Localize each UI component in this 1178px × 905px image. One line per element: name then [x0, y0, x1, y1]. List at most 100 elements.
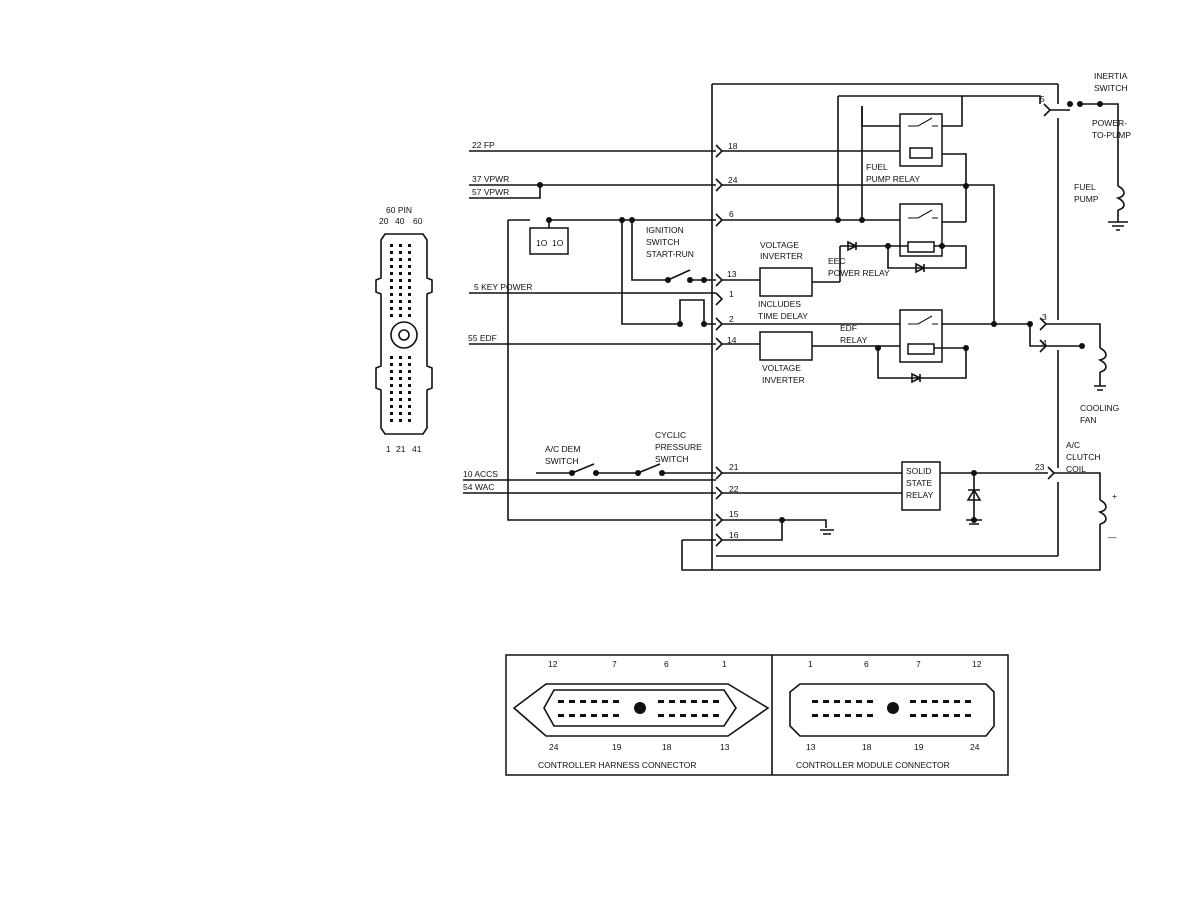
module-bottom-19: 19 [914, 742, 924, 752]
ac-clutch-label-3: COIL [1066, 464, 1086, 474]
ecu-pin [390, 286, 393, 289]
solid-state-relay: SOLID STATE RELAY [722, 461, 1048, 525]
harness-pin [613, 700, 619, 703]
ecu-pin [399, 307, 402, 310]
harness-pin [602, 714, 608, 717]
ecu-pin [390, 377, 393, 380]
ac-clutch-label-1: A/C [1066, 440, 1080, 450]
module-bottom-18: 18 [862, 742, 872, 752]
module-top-7: 7 [916, 659, 921, 669]
pin-6: 6 [729, 209, 734, 219]
module-pin [867, 714, 873, 717]
pin-13: 13 [727, 269, 737, 279]
harness-bottom-24: 24 [549, 742, 559, 752]
harness-pin [591, 714, 597, 717]
ecu-pin [408, 258, 411, 261]
ecu-pin [399, 265, 402, 268]
ignition-switch-label-1: IGNITION [646, 225, 684, 235]
module-pin [867, 700, 873, 703]
harness-top-7: 7 [612, 659, 617, 669]
harness-pin [713, 714, 719, 717]
fuel-pump: FUEL PUMP [1074, 182, 1128, 231]
harness-pin [569, 700, 575, 703]
cooling-fan-label-2: FAN [1080, 415, 1097, 425]
ecu-pin [408, 293, 411, 296]
ecu-pin [399, 377, 402, 380]
svg-text:1O: 1O [552, 238, 564, 248]
harness-pin [580, 714, 586, 717]
ecu-top-pin-20: 20 [379, 216, 389, 226]
harness-top-1: 1 [722, 659, 727, 669]
module-pin [932, 714, 938, 717]
module-pin [921, 700, 927, 703]
eec-power-relay: EEC POWER RELAY [722, 106, 967, 282]
ecu-pin [390, 412, 393, 415]
module-pin [856, 714, 862, 717]
ecu-pin [408, 307, 411, 310]
harness-pin [669, 714, 675, 717]
module-pin [954, 714, 960, 717]
ecu-bottom-pin-21: 21 [396, 444, 406, 454]
ssr-label-1: SOLID [906, 466, 932, 476]
ac-dem-switch-label-1: A/C DEM [545, 444, 580, 454]
ecu-pin [399, 300, 402, 303]
ecu-pin [408, 272, 411, 275]
module-pin [856, 700, 862, 703]
edf-relay: EDF RELAY [722, 309, 1033, 384]
ecu-pin [390, 398, 393, 401]
pin-14: 14 [727, 335, 737, 345]
input-label-key-power: 5 KEY POWER [474, 282, 532, 292]
ecu-pin [390, 293, 393, 296]
ecu-pin [408, 286, 411, 289]
ecu-pin [408, 244, 411, 247]
eec-relay-label-1: EEC [828, 256, 845, 266]
module-pin [954, 700, 960, 703]
ecu-pin [399, 356, 402, 359]
edf-relay-label-1: EDF [840, 323, 857, 333]
relay-pin-23: 23 [1035, 462, 1045, 472]
pin-16: 16 [729, 530, 739, 540]
ecu-pin [399, 251, 402, 254]
ecu-pin [399, 384, 402, 387]
harness-top-12: 12 [548, 659, 558, 669]
ecu-pin [390, 258, 393, 261]
ecu-top-pin-60: 60 [413, 216, 423, 226]
module-pin [921, 714, 927, 717]
harness-pin [669, 700, 675, 703]
ecu-pin [408, 370, 411, 373]
harness-bottom-18: 18 [662, 742, 672, 752]
ecu-60-pin-connector: 60 PIN 20 40 60 1 21 41 [375, 205, 433, 454]
cooling-fan-label-1: COOLING [1080, 403, 1119, 413]
module-pin [823, 714, 829, 717]
inertia-switch-label-1: INERTIA [1094, 71, 1128, 81]
ecu-pin [408, 398, 411, 401]
inertia-switch-label-2: SWITCH [1094, 83, 1128, 93]
time-delay-label-2: TIME DELAY [758, 311, 808, 321]
module-pin-chevrons [715, 144, 724, 547]
ac-dem-switch-label-2: SWITCH [545, 456, 579, 466]
module-top-1: 1 [808, 659, 813, 669]
power-to-pump-label-2: TO-PUMP [1092, 130, 1131, 140]
inertia-switch: INERTIA SWITCH 5 POWER- TO-PUMP [1040, 71, 1131, 186]
harness-pin [602, 700, 608, 703]
fuel-pump-relay-label-2: PUMP RELAY [866, 174, 920, 184]
cooling-fan: 3 4 COOLING FAN [1029, 312, 1119, 425]
pin-24: 24 [728, 175, 738, 185]
ecu-pin [399, 293, 402, 296]
controller-module-connector: 1 6 7 12 13 18 19 24 CONTROLLER MODULE C… [789, 659, 995, 770]
harness-pin [702, 700, 708, 703]
svg-text:1O: 1O [536, 238, 548, 248]
ecu-pin [408, 363, 411, 366]
harness-pin [658, 714, 664, 717]
harness-bottom-19: 19 [612, 742, 622, 752]
ecu-pin [399, 363, 402, 366]
ecu-pin [390, 384, 393, 387]
ecu-pin [399, 419, 402, 422]
ac-switches: A/C DEM SWITCH CYCLIC PRESSURE SWITCH [536, 430, 716, 476]
harness-pin [658, 700, 664, 703]
eec-relay-label-2: POWER RELAY [828, 268, 890, 278]
ecu-pin [408, 384, 411, 387]
ecu-center-stud [390, 321, 418, 349]
power-to-pump-label-1: POWER- [1092, 118, 1127, 128]
